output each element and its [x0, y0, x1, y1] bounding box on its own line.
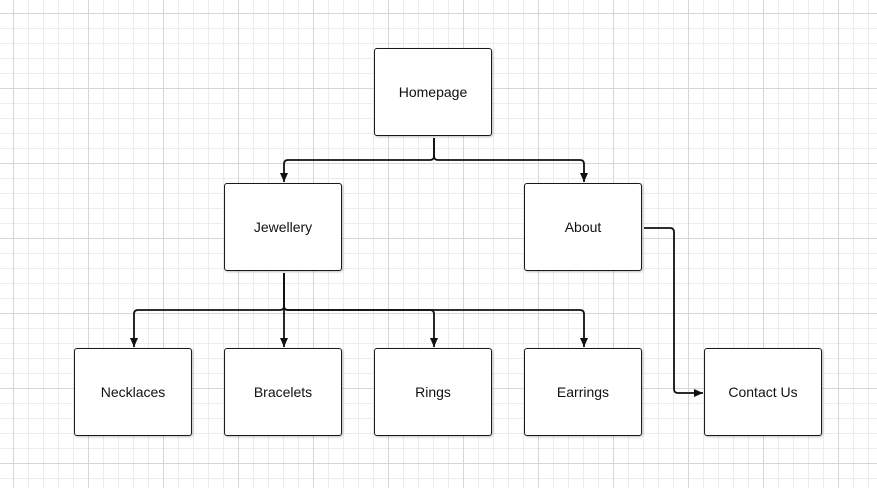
node-label: Bracelets [253, 384, 313, 400]
node-label: Jewellery [253, 219, 313, 235]
edge-about-contact[interactable] [644, 227, 703, 397]
node-contact-us[interactable]: Contact Us [704, 348, 822, 436]
node-label: Contact Us [728, 384, 798, 400]
edge-jewellery-necklaces[interactable] [130, 273, 285, 347]
node-label: About [564, 219, 602, 235]
node-label: Homepage [398, 84, 468, 100]
node-about[interactable]: About [524, 183, 642, 271]
node-necklaces[interactable]: Necklaces [74, 348, 192, 436]
node-label: Earrings [556, 384, 610, 400]
node-homepage[interactable]: Homepage [374, 48, 492, 136]
node-bracelets[interactable]: Bracelets [224, 348, 342, 436]
node-label: Necklaces [100, 384, 166, 400]
node-earrings[interactable]: Earrings [524, 348, 642, 436]
edge-homepage-jewellery[interactable] [280, 138, 435, 182]
edge-jewellery-earrings[interactable] [283, 273, 588, 347]
node-jewellery[interactable]: Jewellery [224, 183, 342, 271]
edge-homepage-about[interactable] [433, 138, 588, 182]
node-label: Rings [415, 384, 451, 400]
node-rings[interactable]: Rings [374, 348, 492, 436]
